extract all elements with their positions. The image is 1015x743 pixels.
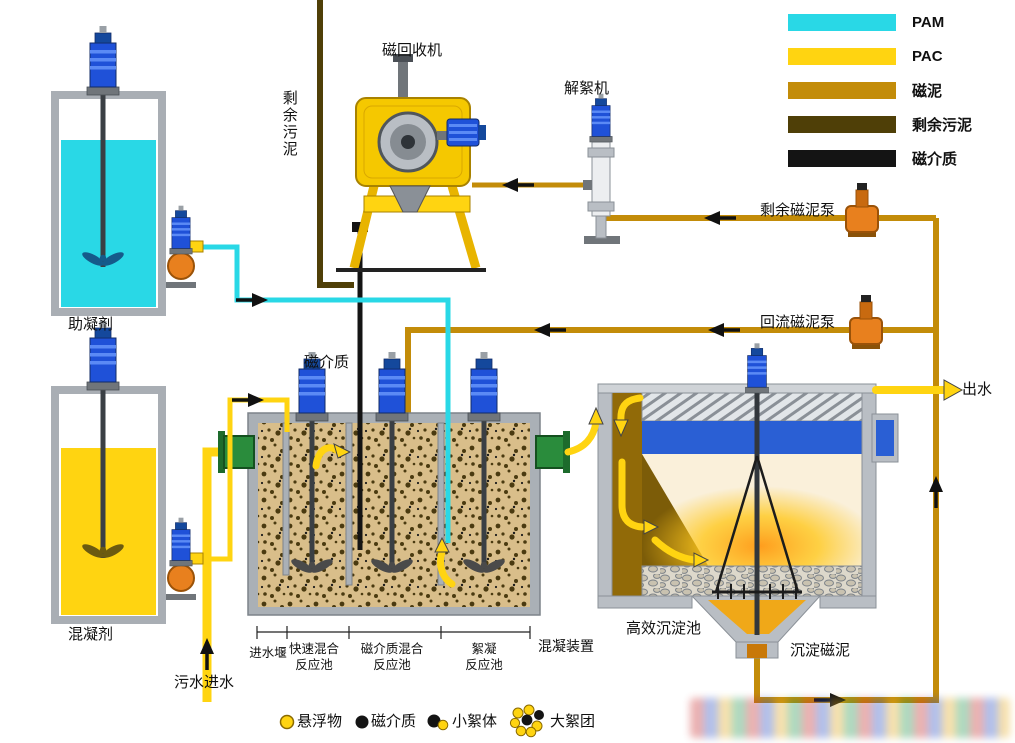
clarified-water [642,421,862,454]
legend-row: 磁泥 [788,82,972,100]
pipe-surplus-sludge [317,0,354,288]
legend-row: 磁介质 [788,150,972,168]
label-flocculation-section: 絮凝 反应池 [465,642,503,672]
suspended-solids-icon [279,714,295,730]
legend: PAM PAC 磁泥 剩余污泥 磁介质 [788,14,972,184]
magnetic-media-icon [355,715,369,729]
lamella-plates [641,392,863,422]
legend-row: 剩余污泥 [788,116,973,134]
coagulant-tank [51,320,166,624]
label-coagulant-aid-tank: 助凝剂 [68,316,114,333]
particle-icons [279,704,544,738]
scraper-motor-icon [745,342,769,394]
label-return-magnetic-sludge-pump: 回流磁泥泵 [760,314,836,331]
label-media-mix-section: 磁介质混合 反应池 [360,642,424,672]
label-settled-sludge: 沉淀磁泥 [790,642,851,659]
mixer-shaft [100,95,106,267]
label-effluent: 出水 [962,381,993,398]
watermark [690,698,1010,738]
label-suspended-solids: 悬浮物 [297,713,343,730]
pipe-magnetic-sludge [405,182,939,703]
legend-swatch-surplus-sludge [788,116,896,133]
legend-label: 磁介质 [912,151,958,168]
mixer-shaft [100,390,106,558]
label-deflocculator: 解絮机 [564,80,610,97]
pipe-influent [202,447,226,702]
label-inlet-weir: 进水堰 [249,646,287,660]
dosing-pump-icon [166,517,204,600]
legend-row: PAM [788,14,972,31]
label-magnetic-media-particle: 磁介质 [371,713,417,730]
label-coagulant-tank: 混凝剂 [68,626,114,643]
label-sedimentation-tank: 高效沉淀池 [626,620,702,637]
dosing-pump-icon [166,205,204,288]
legend-label: 剩余污泥 [912,117,973,134]
sludge-pump-icon [849,295,883,349]
flow-arrows [312,379,964,588]
mixer-icon [289,351,507,576]
legend-swatch-pac [788,48,896,65]
magnetic-recovery-machine [336,54,486,272]
legend-row: PAC [788,48,972,65]
label-small-floc: 小絮体 [452,713,498,730]
coagulant-aid-tank [51,25,166,316]
legend-label: PAM [912,14,945,31]
label-rapid-mix-section: 快速混合 反应池 [288,642,339,672]
large-floc-icon [509,704,544,738]
sedimentation-tank [597,342,899,659]
inlet-flange [218,431,255,473]
legend-label: PAC [912,48,943,65]
mixer-motor-icon [86,25,120,96]
legend-swatch-magnetic-sludge [788,82,896,99]
label-surplus-magnetic-sludge-pump: 剩余磁泥泵 [760,202,836,219]
deflocculator-icon [583,93,620,244]
section-bracket [256,626,531,639]
direction-arrows [200,178,943,707]
sludge-pump-icon [845,183,879,237]
small-floc-icon [427,714,449,731]
label-influent: 污水进水 [174,674,235,691]
label-magnetic-recovery-machine: 磁回收机 [382,42,443,59]
legend-swatch-pam [788,14,896,31]
pipe-pac [196,397,290,562]
label-large-floc: 大絮团 [550,713,596,730]
legend-swatch-magnetic-media [788,150,896,167]
label-magnetic-media-feed: 磁介质 [304,354,350,371]
legend-label: 磁泥 [912,83,943,100]
label-surplus-sludge: 剩余污泥 [280,90,298,158]
label-coagulation-unit: 混凝装置 [538,638,594,654]
scraper-icon [712,393,802,635]
